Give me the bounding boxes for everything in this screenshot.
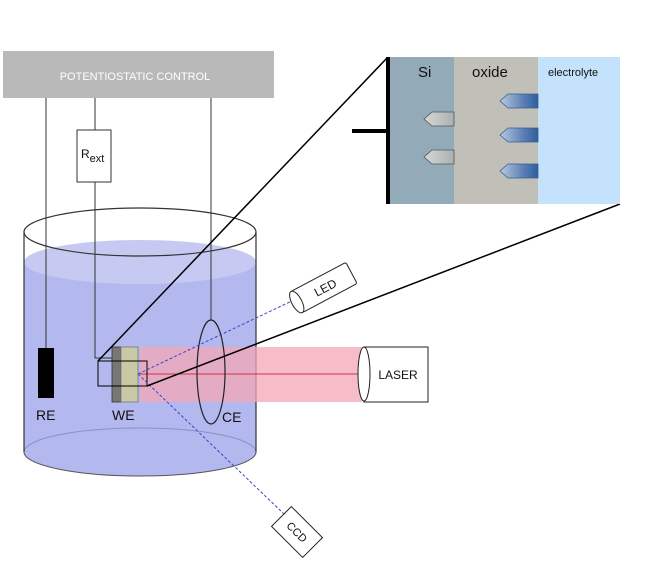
- inset-si-layer: [390, 57, 454, 204]
- si-label: Si: [418, 64, 431, 81]
- zoom-line-top: [97, 57, 388, 362]
- laser-body: [363, 346, 429, 403]
- ccd-beam: [137, 373, 285, 515]
- we-si-layer: [111, 346, 122, 403]
- ce-label: CE: [222, 409, 241, 425]
- control-label: POTENTIOSTATIC CONTROL: [60, 71, 211, 83]
- rext-resistor: Rext: [76, 129, 112, 183]
- liquid-surface: [24, 240, 256, 284]
- oxide-pore: [499, 93, 539, 109]
- inset-electrolyte-layer: [538, 57, 620, 204]
- laser-component: LASER: [357, 346, 429, 403]
- rext-label: Rext: [81, 147, 104, 165]
- we-label: WE: [112, 407, 135, 423]
- led-component: LED: [289, 262, 357, 314]
- oxide-pore: [499, 127, 539, 143]
- beaker-bottom-back: [23, 427, 257, 453]
- beaker-rim: [23, 207, 257, 257]
- potentiostatic-control-box: POTENTIOSTATIC CONTROL: [3, 51, 274, 98]
- laser-label: LASER: [378, 368, 418, 382]
- oxide-pore: [499, 163, 539, 179]
- counter-electrode-ring: [196, 319, 226, 425]
- zoom-inset: Si oxide electrolyte: [352, 57, 620, 204]
- working-electrode: [97, 346, 148, 403]
- oxide-label: oxide: [472, 64, 508, 81]
- si-pit: [423, 149, 455, 165]
- we-zoom-frame: [97, 360, 148, 387]
- si-pit: [423, 111, 455, 127]
- led-lens: [289, 290, 305, 314]
- rext-box: [76, 129, 112, 183]
- we-wire: [94, 182, 112, 359]
- beaker: [23, 207, 257, 477]
- zoom-line-bottom: [146, 203, 621, 387]
- ccd-component: CCD: [270, 505, 324, 559]
- laser-aperture: [357, 346, 371, 402]
- ccd-body: [270, 505, 324, 559]
- beaker-bottom-front: [23, 451, 257, 477]
- re-label: RE: [36, 407, 55, 423]
- control-box-rect: [3, 51, 274, 98]
- we-oxide-layer: [120, 346, 139, 403]
- electrolyte-label: electrolyte: [548, 67, 598, 79]
- led-beam: [137, 298, 297, 375]
- reference-electrode: [38, 348, 54, 398]
